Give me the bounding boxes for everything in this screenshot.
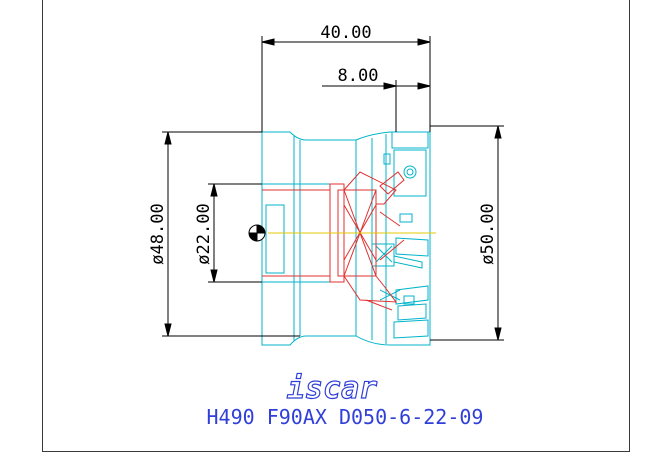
sheet-frame — [42, 0, 630, 452]
part-number: H490 F90AX D050-6-22-09 — [207, 405, 484, 429]
tool-body-outline — [261, 131, 431, 346]
dimension-lines — [162, 36, 504, 341]
dimension-bore-diameter: ø22.00 — [194, 203, 214, 264]
dimension-insert-width: 8.00 — [338, 66, 379, 86]
dimension-cutting-diameter: ø50.00 — [478, 203, 498, 264]
center-mark-symbol — [248, 224, 266, 242]
dimension-overall-length: 40.00 — [320, 23, 371, 43]
iscar-logo: iscar — [286, 370, 378, 406]
svg-text:iscar: iscar — [287, 371, 377, 406]
dimension-body-diameter: ø48.00 — [148, 203, 168, 264]
bore-section — [262, 171, 405, 311]
